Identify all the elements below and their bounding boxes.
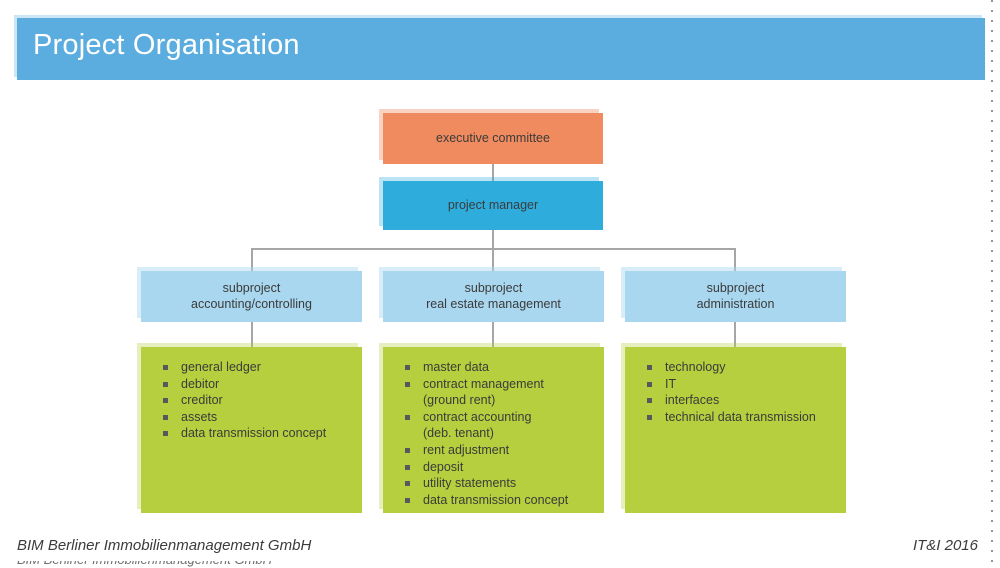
node-executive-committee-label: executive committee bbox=[436, 130, 550, 145]
node-subproject-administration-label: subproject administration bbox=[696, 280, 775, 311]
connector-horizontal-bus bbox=[251, 248, 735, 250]
list-item: assets bbox=[159, 409, 352, 426]
list-item: technology bbox=[643, 359, 836, 376]
footer-clipped-line: BIM Berliner Immobilienmanagement GmbH bbox=[17, 561, 347, 568]
page-title: Project Organisation bbox=[33, 29, 300, 61]
list-item: rent adjustment bbox=[401, 442, 594, 459]
node-subproject-administration[interactable]: subproject administration bbox=[625, 271, 846, 322]
list-item: technical data transmission bbox=[643, 409, 836, 426]
footer-company-name: BIM Berliner Immobilienmanagement GmbH bbox=[17, 537, 312, 554]
list-item: (ground rent) bbox=[423, 393, 496, 408]
list-item: debitor bbox=[159, 376, 352, 393]
list-item: utility statements bbox=[401, 475, 594, 492]
node-subproject-accounting-controlling-label: subproject accounting/controlling bbox=[191, 280, 312, 311]
node-executive-committee[interactable]: executive committee bbox=[383, 113, 603, 164]
list-item: master data bbox=[401, 359, 594, 376]
list-item: general ledger bbox=[159, 359, 352, 376]
node-project-manager[interactable]: project manager bbox=[383, 181, 603, 230]
connector-drop-sub1 bbox=[251, 248, 253, 271]
list-item: IT bbox=[643, 376, 836, 393]
list-item: interfaces bbox=[643, 392, 836, 409]
connector-drop-sub3 bbox=[734, 248, 736, 271]
list-item: contract accounting bbox=[401, 409, 594, 426]
list-item: (deb. tenant) bbox=[423, 426, 494, 441]
list-item: contract management bbox=[401, 376, 594, 393]
list-item: data transmission concept bbox=[401, 492, 594, 509]
connector-sub3-to-panel bbox=[734, 322, 736, 347]
connector-sub2-to-panel bbox=[492, 322, 494, 347]
footer-clipped-line-text: BIM Berliner Immobilienmanagement GmbH bbox=[17, 561, 272, 567]
connector-pm-stem bbox=[492, 230, 494, 271]
node-subproject-real-estate-management[interactable]: subproject real estate management bbox=[383, 271, 604, 322]
connector-sub1-to-panel bbox=[251, 322, 253, 347]
right-edge-dotted-rule bbox=[991, 0, 993, 566]
node-project-manager-label: project manager bbox=[447, 197, 539, 212]
node-subproject-accounting-controlling[interactable]: subproject accounting/controlling bbox=[141, 271, 362, 322]
list-item: data transmission concept bbox=[159, 425, 352, 442]
connector-exec-to-pm bbox=[492, 164, 494, 181]
list-item: creditor bbox=[159, 392, 352, 409]
node-subproject-real-estate-management-label: subproject real estate management bbox=[426, 280, 561, 311]
footer-department-year: IT&I 2016 bbox=[912, 537, 978, 554]
list-item: deposit bbox=[401, 459, 594, 476]
title-banner bbox=[17, 18, 985, 80]
